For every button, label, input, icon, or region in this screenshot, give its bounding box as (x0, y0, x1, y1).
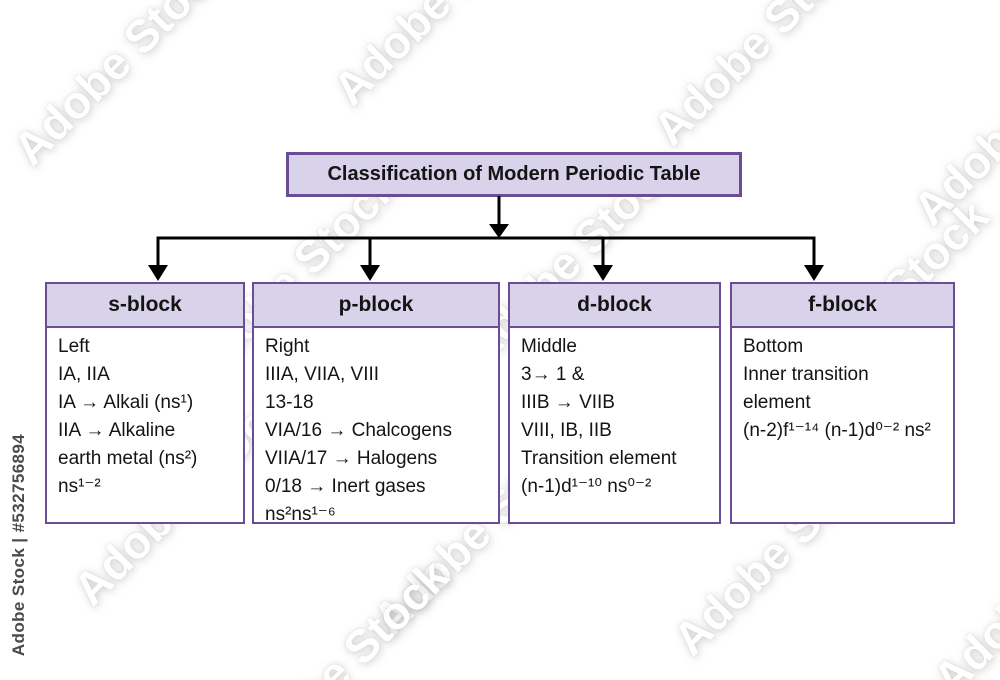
text-line: IIIA, VIIA, VIII (265, 364, 380, 385)
text-line: 3→ 1 & (521, 364, 585, 385)
block-title: p-block (338, 293, 414, 316)
text-line: Bottom (743, 336, 804, 357)
adobe-stock-watermark: Adobe Stock (642, 0, 879, 155)
text-line: Inner transition (743, 364, 869, 385)
text-line: Transition element (521, 448, 677, 469)
text-line: VIA/16 → Chalcogens (265, 420, 452, 441)
text-line: VIII, IB, IIB (521, 420, 612, 441)
block-title: d-block (577, 293, 652, 316)
text-line: Middle (521, 336, 577, 357)
text-line: Right (265, 336, 310, 357)
p-block-box: p-block Right IIIA, VIIA, VIII 13-18 VIA… (252, 282, 500, 525)
text-line: IIA → Alkaline (58, 420, 176, 441)
adobe-stock-watermark: Adobe Stock (2, 0, 239, 175)
d-block-box: d-block Middle 3→ 1 & IIIB → VIIB VIII, … (508, 282, 721, 524)
text-line: 13-18 (265, 392, 314, 413)
block-title: f-block (808, 293, 877, 316)
s-block-header: s-block (47, 284, 243, 328)
f-block-box: f-block Bottom Inner transition element … (730, 282, 955, 524)
text-line: ns²ns¹⁻⁶ (265, 504, 336, 525)
text-line: VIIA/17 → Halogens (265, 448, 438, 469)
stock-id-watermark: Adobe Stock | #532756894 (9, 433, 28, 657)
adobe-stock-watermark: Adobe Stock (222, 549, 459, 680)
f-block-body: Bottom Inner transition element (n-2)f¹⁻… (732, 328, 953, 445)
text-line: (n-2)f¹⁻¹⁴ (n-1)d⁰⁻² ns² (743, 420, 931, 441)
f-block-header: f-block (732, 284, 953, 328)
d-block-header: d-block (510, 284, 719, 328)
text-line: 0/18 → Inert gases (265, 476, 426, 497)
s-block-body: Left IA, IIA IA → Alkali (ns¹) IIA → Alk… (47, 328, 243, 501)
adobe-stock-watermark: Adobe Stock (322, 0, 559, 115)
diagram-title: Classification of Modern Periodic Table (327, 163, 701, 185)
text-line: IA → Alkali (ns¹) (58, 392, 194, 413)
d-block-body: Middle 3→ 1 & IIIB → VIIB VIII, IB, IIB … (510, 328, 719, 501)
p-block-body: Right IIIA, VIIA, VIII 13-18 VIA/16 → Ch… (254, 328, 498, 529)
title-box: Classification of Modern Periodic Table (286, 152, 742, 197)
text-line: element (743, 392, 811, 413)
text-line: ns¹⁻² (58, 476, 101, 497)
p-block-header: p-block (254, 284, 498, 328)
text-line: (n-1)d¹⁻¹⁰ ns⁰⁻² (521, 476, 652, 497)
block-title: s-block (108, 293, 182, 316)
text-line: earth metal (ns²) (58, 448, 198, 469)
adobe-stock-watermark: Adobe Stock (902, 0, 1000, 235)
text-line: IIIB → VIIB (521, 392, 615, 413)
text-line: Left (58, 336, 90, 357)
s-block-box: s-block Left IA, IIA IA → Alkali (ns¹) I… (45, 282, 245, 524)
text-line: IA, IIA (58, 364, 110, 385)
